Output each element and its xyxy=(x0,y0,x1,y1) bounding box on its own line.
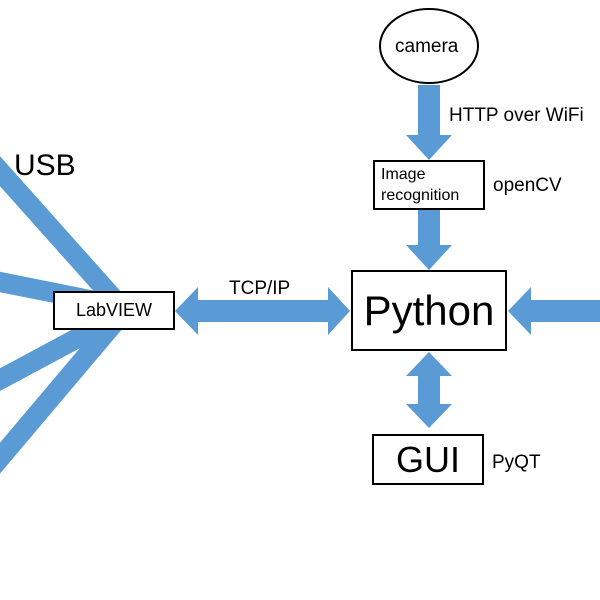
python-node: Python xyxy=(351,270,507,351)
image-recognition-line-2: recognition xyxy=(381,187,460,204)
gui-node: GUI xyxy=(372,434,484,485)
http-wifi-label: HTTP over WiFi xyxy=(449,105,584,126)
opencv-label: openCV xyxy=(493,175,562,196)
usb-spoke-4 xyxy=(0,315,123,474)
pyqt-label: PyQT xyxy=(492,452,541,473)
image-recognition-line-1: Image xyxy=(381,166,426,183)
gui-label: GUI xyxy=(395,438,460,480)
labview-label: LabVIEW xyxy=(75,300,153,320)
tcpip-label: TCP/IP xyxy=(229,278,291,299)
camera-node xyxy=(379,8,479,84)
camera-label: camera xyxy=(395,36,459,57)
right-input-arrow xyxy=(508,287,600,335)
usb-label: USB xyxy=(14,149,76,182)
python-gui-double-arrow xyxy=(406,352,452,428)
python-label: Python xyxy=(363,286,495,334)
labview-python-double-arrow xyxy=(175,287,350,335)
usb-spoke-1 xyxy=(0,156,123,307)
image-recognition-node: Image recognition xyxy=(373,160,485,210)
labview-node: LabVIEW xyxy=(53,291,175,330)
camera-to-recognition-arrow xyxy=(406,85,452,160)
recognition-to-python-arrow xyxy=(406,210,452,270)
